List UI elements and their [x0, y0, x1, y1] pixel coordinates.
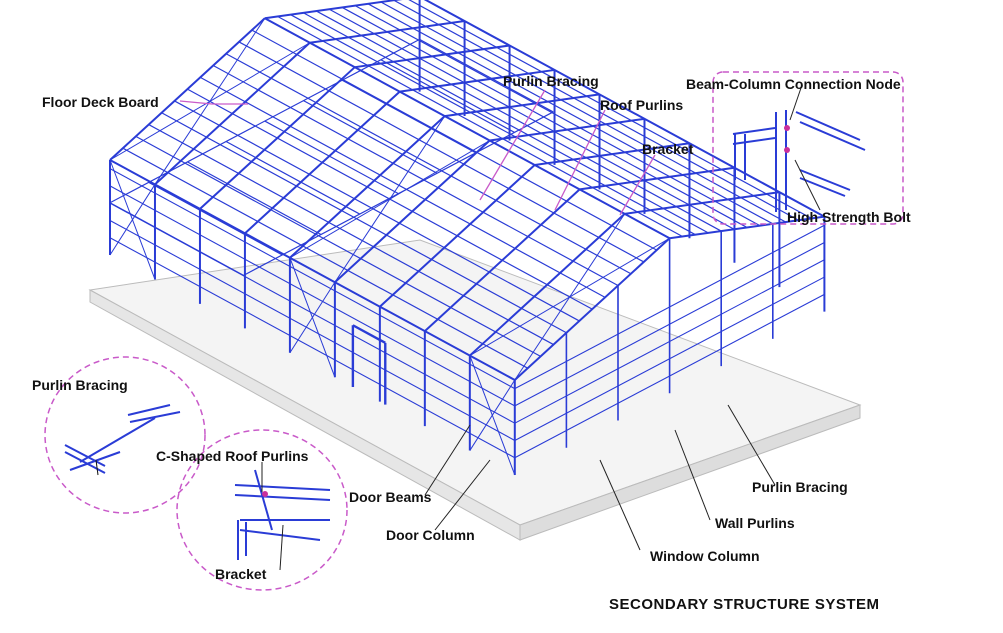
- connection-node-detail-drawing: [732, 110, 866, 212]
- diagram-title: SECONDARY STRUCTURE SYSTEM: [609, 596, 880, 613]
- label-door-beams: Door Beams: [349, 489, 432, 505]
- roof-purlin: [380, 1, 786, 223]
- roof-purlin: [316, 10, 722, 232]
- leader-lines: [179, 89, 656, 216]
- roof-purlin: [174, 100, 580, 322]
- floor-deck-beam: [303, 100, 438, 174]
- callout-purlin-bracket-detail: [176, 429, 348, 591]
- roof-purlin: [238, 41, 645, 263]
- wall-purlin: [109, 168, 516, 390]
- roof-purlin: [341, 6, 748, 228]
- roof-purlin: [408, 0, 812, 219]
- wall-purlin: [109, 185, 516, 407]
- eave-beam: [109, 159, 516, 381]
- label-high-strength-bolt: High Strength Bolt: [787, 209, 911, 225]
- floor-deck-beam: [341, 79, 477, 154]
- label-purlin-bracing-left: Purlin Bracing: [32, 377, 128, 393]
- steel-frame: [109, 0, 826, 476]
- floor-deck-beam: [264, 120, 399, 195]
- roof-purlin: [225, 53, 632, 275]
- floor-deck-beam: [109, 38, 420, 204]
- label-floor-deck-board: Floor Deck Board: [42, 94, 159, 110]
- floor-deck-beam: [187, 161, 322, 236]
- door-beam: [352, 324, 386, 344]
- label-purlin-bracing-right: Purlin Bracing: [752, 479, 848, 495]
- wall-bracing: [109, 159, 156, 280]
- floor-deck-beam: [225, 140, 360, 215]
- frame-rafter: [264, 0, 403, 20]
- leader-lines-dark: [261, 84, 821, 571]
- wall-bracing: [469, 355, 516, 476]
- floor-deck-beam: [148, 181, 283, 256]
- roof-bracing: [514, 213, 626, 381]
- roof-purlin: [329, 8, 735, 230]
- floor-deck-beam: [109, 202, 244, 276]
- roof-purlin: [393, 0, 799, 221]
- roof-bracing: [154, 18, 266, 185]
- foundation-slab-side: [519, 404, 861, 541]
- roof-purlin: [277, 15, 683, 238]
- roof-purlin: [354, 5, 761, 227]
- roof-purlin: [122, 147, 528, 369]
- ridge-beam: [264, 17, 671, 240]
- roof-purlin: [290, 14, 696, 236]
- wall-bracing: [289, 257, 336, 378]
- callout-connection-node-detail: [712, 71, 904, 225]
- label-window-column: Window Column: [650, 548, 760, 564]
- label-door-column: Door Column: [386, 527, 475, 543]
- roof-purlin: [135, 135, 541, 357]
- purlin-bracing-detail-drawing: [64, 404, 181, 476]
- label-purlin-bracing-top: Purlin Bracing: [503, 73, 599, 89]
- wall-purlin: [109, 219, 516, 441]
- roof-bracing: [334, 115, 446, 283]
- label-beam-column-node: Beam-Column Connection Node: [686, 76, 901, 92]
- label-roof-purlins: Roof Purlins: [600, 97, 684, 113]
- label-bracket-bottom: Bracket: [215, 566, 267, 582]
- floor-deck-beam: [243, 111, 554, 276]
- floor-deck-beam: [419, 38, 554, 113]
- roof-purlin: [148, 124, 554, 346]
- roof-purlin: [161, 112, 567, 334]
- label-bracket-top: Bracket: [642, 141, 694, 157]
- roof-purlin: [367, 3, 774, 225]
- bracket-detail-drawing: [234, 469, 331, 560]
- roof-purlin: [251, 29, 657, 251]
- label-c-shaped-roof-purlins: C-Shaped Roof Purlins: [156, 448, 309, 464]
- callout-purlin-bracing-detail: [44, 356, 206, 514]
- wall-purlin: [109, 237, 516, 459]
- roof-purlin: [200, 76, 606, 298]
- roof-purlin: [303, 12, 709, 234]
- floor-deck-beam: [380, 59, 515, 133]
- label-wall-purlins: Wall Purlins: [715, 515, 795, 531]
- roof-purlin: [212, 65, 619, 287]
- frame-rafter: [109, 17, 266, 161]
- eave-beam: [423, 0, 825, 218]
